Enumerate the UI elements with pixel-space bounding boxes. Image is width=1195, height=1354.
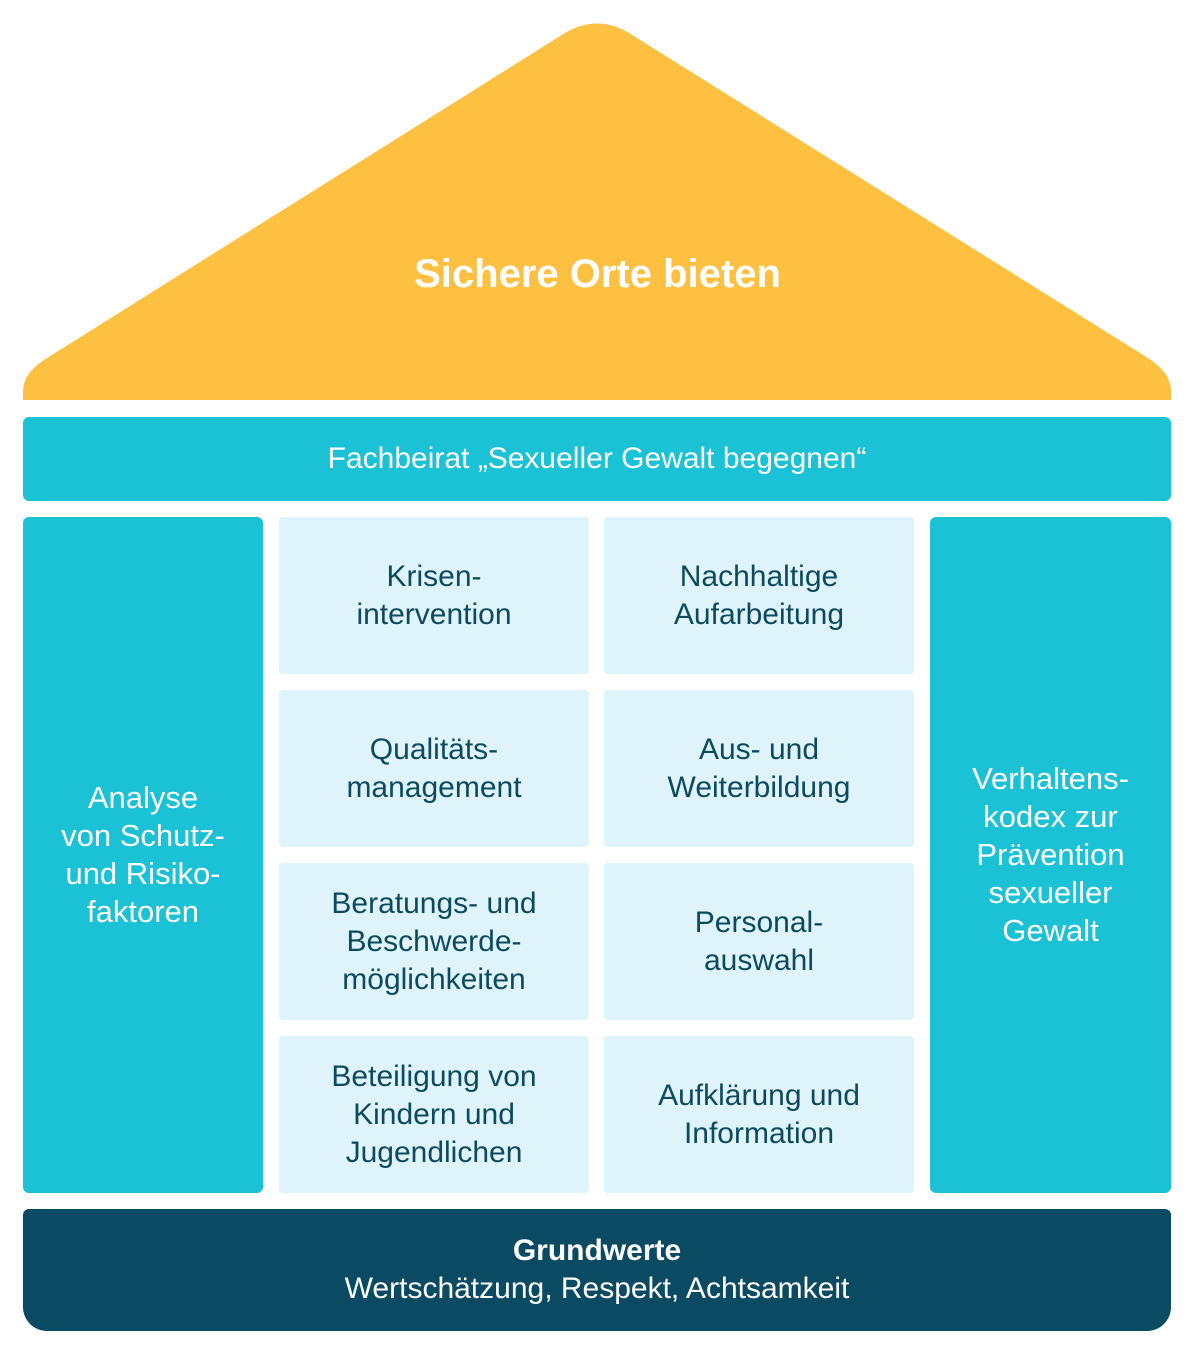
cell-personnel-selection: Personal- auswahl <box>604 863 914 1020</box>
foundation-title: Grundwerte <box>512 1234 682 1267</box>
cell-education-information: Aufklärung und Information <box>604 1036 914 1193</box>
cell-counseling-complaints: Beratungs- und Beschwerde- möglichkeiten <box>279 863 589 1020</box>
beam-advisory-board: Fachbeirat „Sexueller Gewalt begegnen“ <box>23 417 1171 501</box>
cell-training: Aus- und Weiterbildung <box>604 690 914 847</box>
pillar-left: Analyse von Schutz- und Risiko- faktoren <box>23 517 263 1193</box>
pillar-right: Verhaltens- kodex zur Prävention sexuell… <box>930 517 1171 1193</box>
foundation-subtitle: Wertschätzung, Respekt, Achtsamkeit <box>344 1272 850 1305</box>
foundation: Grundwerte Wertschätzung, Respekt, Achts… <box>23 1209 1171 1331</box>
cell-sustainable-processing: Nachhaltige Aufarbeitung <box>604 517 914 674</box>
cell-quality-management: Qualitäts- management <box>279 690 589 847</box>
roof-title: Sichere Orte bieten <box>414 252 781 296</box>
cell-participation: Beteiligung von Kindern und Jugendlichen <box>279 1036 589 1193</box>
cell-crisis-intervention: Krisen- intervention <box>279 517 589 674</box>
roof-shape <box>23 23 1171 400</box>
beam-label: Fachbeirat „Sexueller Gewalt begegnen“ <box>327 442 867 475</box>
